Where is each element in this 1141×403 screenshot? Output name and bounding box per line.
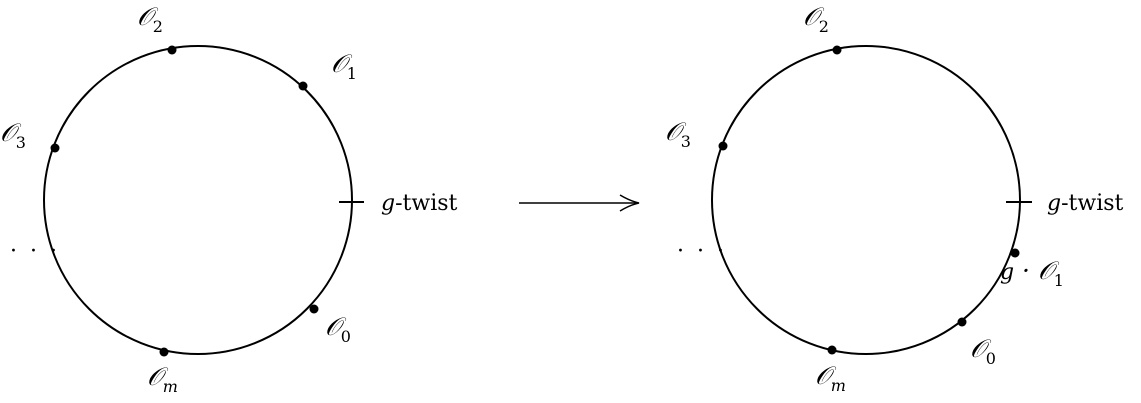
left-label-o2: 𝒪2	[137, 2, 163, 36]
right-label-o0: 𝒪0	[970, 334, 996, 368]
right-ellipsis: · · ·	[677, 239, 727, 264]
left-circle	[43, 45, 353, 355]
left-label-o3: 𝒪3	[0, 118, 26, 152]
left-point-o2	[167, 45, 177, 55]
left-point-om	[159, 347, 169, 357]
left-point-o0	[309, 304, 319, 314]
arrow-head	[619, 194, 640, 212]
right-label-o3: 𝒪3	[665, 117, 691, 151]
right-point-g1	[1010, 248, 1020, 258]
right-label-o2: 𝒪2	[803, 2, 829, 36]
transform-arrow	[519, 194, 640, 212]
right-twist-label: g-twist	[1047, 191, 1124, 216]
left-label-o1: 𝒪1	[331, 49, 357, 83]
right-circle	[711, 45, 1021, 355]
right-diagram: 𝒪2 𝒪3 g · 𝒪1 𝒪0 𝒪m g-twist · · ·	[665, 2, 1124, 395]
left-ellipsis: · · ·	[10, 239, 60, 264]
left-twist-label: g-twist	[381, 191, 458, 216]
left-label-o0: 𝒪0	[325, 312, 351, 346]
left-diagram: 𝒪2 𝒪1 𝒪3 𝒪0 𝒪m g-twist · · ·	[0, 2, 458, 396]
right-label-om: 𝒪m	[815, 361, 846, 395]
right-label-g1: g · 𝒪1	[1000, 256, 1064, 290]
left-label-om: 𝒪m	[147, 362, 178, 396]
right-point-o0	[957, 317, 967, 327]
right-point-o3	[718, 141, 728, 151]
right-point-o2	[832, 45, 842, 55]
right-point-om	[827, 345, 837, 355]
left-point-o1	[298, 81, 308, 91]
left-point-o3	[50, 143, 60, 153]
